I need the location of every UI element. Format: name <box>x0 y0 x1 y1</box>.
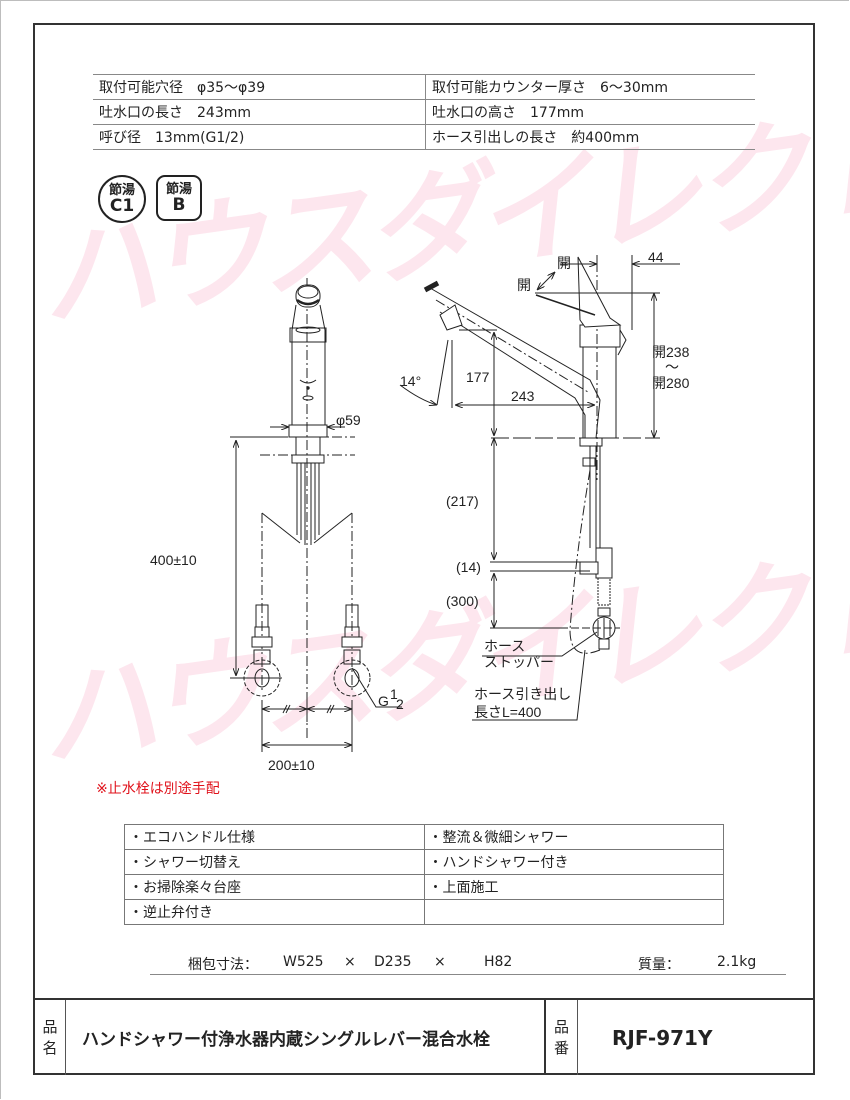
packaging-times-2: × <box>434 954 446 970</box>
height-400-label: 400±10 <box>150 552 197 568</box>
spacing-200-label: 200±10 <box>268 757 315 773</box>
title-block: 品 名 ハンドシャワー付浄水器内蔵シングルレバー混合水栓 品 番 RJF-971… <box>35 998 813 1075</box>
feature-cell: ・ハンドシャワー付き <box>423 849 725 875</box>
label-char: 名 <box>42 1038 58 1057</box>
hose-stopper-label-1: ホース <box>484 638 525 654</box>
feature-row: ・シャワー切替え ・ハンドシャワー付き <box>124 849 725 875</box>
spec-cell: 吐水口の高さ 177mm <box>425 99 755 125</box>
spout-height-label: 177 <box>466 369 490 385</box>
feature-cell: ・逆止弁付き <box>124 899 425 925</box>
dim-217-label: (217) <box>446 493 479 509</box>
product-name-label: 品 名 <box>35 1000 66 1075</box>
badge-group: 節湯 C1 節湯 B <box>98 175 202 223</box>
spec-cell: 呼び径 13mm(G1/2) <box>93 124 426 150</box>
feature-cell: ・上面施工 <box>423 874 725 900</box>
spec-cell: 取付可能カウンター厚さ 6～30mm <box>425 74 755 100</box>
feature-cell <box>423 899 725 925</box>
badge-top-text: 節湯 <box>108 182 135 198</box>
water-saving-b-badge: 節湯 B <box>156 175 202 221</box>
feature-cell: ・整流＆微細シャワー <box>423 824 725 850</box>
feature-cell: ・エコハンドル仕様 <box>124 824 425 850</box>
packaging-height: H82 <box>484 954 513 970</box>
left-supply-pipe <box>243 604 281 697</box>
range-mark: ～ <box>665 359 679 375</box>
product-code: RJF-971Y <box>612 1025 713 1050</box>
badge-bottom-text: B <box>172 194 186 215</box>
open-label-upper: 開 <box>557 255 571 271</box>
hose-pull-label-1: ホース引き出し <box>474 686 571 702</box>
badge-top-text: 節湯 <box>165 181 192 197</box>
height-max-label: 開280 <box>652 375 690 391</box>
thread-frac-num: 1 <box>390 686 398 702</box>
spec-cell: 取付可能穴径 φ35～φ39 <box>93 74 426 100</box>
product-name: ハンドシャワー付浄水器内蔵シングルレバー混合水栓 <box>66 1000 546 1075</box>
spec-cell: ホース引出しの長さ 約400mm <box>425 124 755 150</box>
lever-offset-label: 44 <box>648 249 664 265</box>
hose-pull-label-2: 長さL=400 <box>474 704 542 720</box>
weight-value: 2.1kg <box>717 954 757 970</box>
hose-stopper-label-2: ストッパー <box>484 654 554 670</box>
label-char: 品 <box>42 1017 58 1036</box>
shutoff-valve-note: ※止水栓は別途手配 <box>96 781 220 797</box>
diameter-label: φ59 <box>336 412 361 428</box>
feature-row: ・逆止弁付き <box>124 899 725 925</box>
spec-row: 取付可能穴径 φ35～φ39 取付可能カウンター厚さ 6～30mm <box>93 74 755 100</box>
feature-row: ・エコハンドル仕様 ・整流＆微細シャワー <box>124 824 725 850</box>
packaging-info: 梱包寸法： W525 × D235 × H82 質量： 2.1kg <box>150 954 786 975</box>
label-char: 品 <box>553 1017 569 1036</box>
badge-bottom-text: C1 <box>109 195 135 216</box>
packaging-label: 梱包寸法： <box>188 957 258 973</box>
right-supply-pipe <box>333 604 402 708</box>
packaging-depth: D235 <box>374 954 412 970</box>
technical-drawing: φ59 400±10 200±10 G 1 2 開 開 44 開238 ～ 開2… <box>150 249 690 773</box>
feature-cell: ・お掃除楽々台座 <box>124 874 425 900</box>
water-saving-c1-badge: 節湯 C1 <box>98 175 146 223</box>
weight-label: 質量： <box>638 957 680 973</box>
front-view-faucet <box>288 278 328 740</box>
side-view-faucet <box>423 256 627 654</box>
dim-300-label: (300) <box>446 593 479 609</box>
feature-table: ・エコハンドル仕様 ・整流＆微細シャワー ・シャワー切替え ・ハンドシャワー付き… <box>124 824 725 925</box>
feature-cell: ・シャワー切替え <box>124 849 425 875</box>
packaging-width: W525 <box>283 954 324 970</box>
dim-14-label: (14) <box>456 559 481 575</box>
spec-table: 取付可能穴径 φ35～φ39 取付可能カウンター厚さ 6～30mm 吐水口の長さ… <box>93 74 755 150</box>
height-min-label: 開238 <box>652 344 690 360</box>
thread-label: G <box>378 693 389 709</box>
document-frame <box>33 23 815 1075</box>
feature-row: ・お掃除楽々台座 ・上面施工 <box>124 874 725 900</box>
label-char: 番 <box>553 1038 569 1057</box>
packaging-times-1: × <box>344 954 356 970</box>
spout-length-label: 243 <box>511 388 535 404</box>
thread-frac-den: 2 <box>396 696 404 712</box>
open-label-lower: 開 <box>517 277 531 293</box>
product-code-label: 品 番 <box>546 1000 578 1075</box>
angle-label: 14° <box>400 373 421 389</box>
spec-row: 呼び径 13mm(G1/2) ホース引出しの長さ 約400mm <box>93 124 755 150</box>
